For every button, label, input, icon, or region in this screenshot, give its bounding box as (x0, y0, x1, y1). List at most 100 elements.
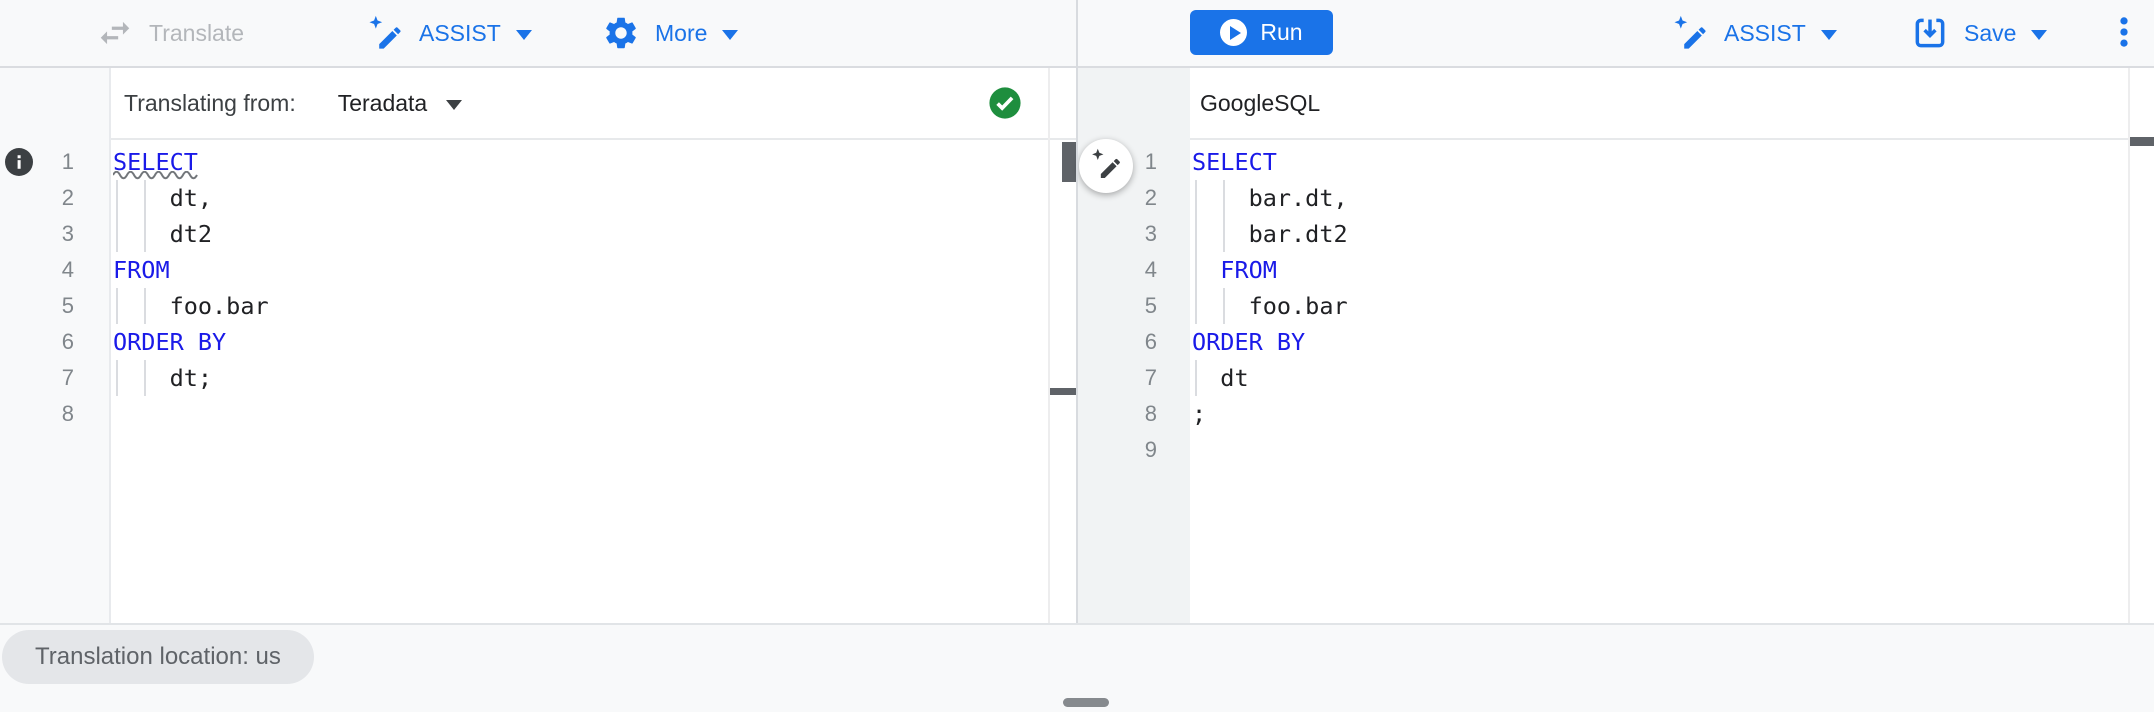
translate-button[interactable]: Translate (96, 0, 244, 66)
indent-guide-line (1195, 288, 1197, 324)
info-icon[interactable] (5, 148, 33, 176)
run-button[interactable]: Run (1190, 10, 1333, 55)
target-line-numbers: 1 2 3 4 5 6 7 8 9 (1078, 144, 1157, 468)
source-scrollbar-track (1048, 68, 1050, 623)
code-token: ORDER BY (1192, 328, 1306, 356)
line-number[interactable]: 5 (1144, 293, 1157, 318)
save-icon (1911, 14, 1949, 52)
source-vertical-scrollbar-thumb[interactable] (1062, 142, 1076, 182)
indent-guide-line (144, 180, 146, 216)
code-line[interactable]: SELECT (113, 144, 1048, 180)
kebab-icon (2105, 13, 2143, 56)
code-token: foo.bar (1192, 292, 1348, 320)
indent-guide-line (1195, 180, 1197, 216)
code-line[interactable]: dt2 (113, 216, 1048, 252)
save-menu-label: Save (1964, 19, 2017, 46)
code-line[interactable]: FROM (1192, 252, 2128, 288)
target-scrollbar-thumb[interactable] (2130, 137, 2154, 146)
code-line[interactable]: ORDER BY (1192, 324, 2128, 360)
line-number[interactable]: 1 (61, 149, 74, 174)
pen-sparkle-icon (366, 14, 404, 52)
line-number[interactable]: 7 (1144, 365, 1157, 390)
assist-menu-label: ASSIST (419, 19, 501, 46)
chevron-down-icon (515, 29, 532, 40)
line-number[interactable]: 5 (61, 293, 74, 318)
target-scrollbar-track (2128, 68, 2130, 623)
code-token: FROM (113, 256, 170, 284)
translation-success-check-icon (988, 86, 1022, 120)
assist-menu-label: ASSIST (1724, 19, 1806, 46)
target-editor-header: GoogleSQL (1190, 68, 2154, 140)
source-horizontal-scrollbar-thumb[interactable] (1050, 388, 1077, 395)
code-token: dt (1192, 364, 1249, 392)
source-editor-pane: 1 2 3 4 5 6 7 8 Translating from: Teradata SELE… (0, 68, 1077, 623)
line-number[interactable]: 1 (1144, 149, 1157, 174)
code-token: foo.bar (113, 292, 269, 320)
indent-guide-line (116, 288, 118, 324)
source-dialect-value: Teradata (337, 89, 428, 116)
line-number[interactable]: 6 (61, 329, 74, 354)
code-line[interactable] (1192, 432, 2128, 468)
code-token: dt; (113, 364, 213, 392)
code-token: dt2 (113, 220, 213, 248)
code-line[interactable]: foo.bar (113, 288, 1048, 324)
pane-divider[interactable] (1076, 0, 1078, 623)
indent-guide-line (116, 360, 118, 396)
code-line[interactable] (113, 396, 1048, 432)
bottom-status-bar: Translation location: us (0, 623, 2154, 712)
code-token: bar.dt2 (1192, 220, 1348, 248)
line-number[interactable]: 8 (1144, 401, 1157, 426)
overflow-menu-button[interactable] (2104, 14, 2144, 54)
indent-guide-line (1195, 252, 1197, 288)
chevron-down-icon (1820, 29, 1837, 40)
line-number[interactable]: 8 (61, 401, 74, 426)
source-dialect-dropdown[interactable]: Teradata (338, 90, 463, 117)
assist-menu-left[interactable]: ASSIST (366, 0, 532, 66)
assist-wand-button[interactable] (1079, 139, 1133, 193)
save-menu[interactable]: Save (1911, 0, 2048, 66)
code-line[interactable]: dt; (113, 360, 1048, 396)
chevron-down-icon (446, 99, 463, 110)
translation-location-text: Translation location: us (35, 643, 281, 670)
source-line-numbers: 1 2 3 4 5 6 7 8 (0, 144, 74, 432)
indent-guide-line (1195, 216, 1197, 252)
translating-from-label: Translating from: (124, 89, 296, 116)
more-menu[interactable]: More (602, 0, 739, 66)
code-line[interactable]: dt (1192, 360, 2128, 396)
code-line[interactable]: bar.dt2 (1192, 216, 2128, 252)
code-line[interactable]: bar.dt, (1192, 180, 2128, 216)
run-button-label: Run (1260, 19, 1303, 45)
line-number[interactable]: 7 (61, 365, 74, 390)
code-token: bar.dt, (1192, 184, 1348, 212)
code-token: ORDER BY (113, 328, 227, 356)
line-number[interactable]: 4 (1144, 257, 1157, 282)
indent-guide-line (116, 180, 118, 216)
lint-squiggle-underline (113, 171, 198, 180)
code-line[interactable]: foo.bar (1192, 288, 2128, 324)
panel-resize-handle[interactable] (1063, 698, 1109, 707)
line-number[interactable]: 9 (1144, 437, 1157, 462)
line-number[interactable]: 3 (61, 221, 74, 246)
code-line[interactable]: dt, (113, 180, 1048, 216)
indent-guide-line (1223, 288, 1225, 324)
code-line[interactable]: ORDER BY (113, 324, 1048, 360)
line-number[interactable]: 4 (61, 257, 74, 282)
line-number[interactable]: 2 (1144, 185, 1157, 210)
line-number[interactable]: 2 (61, 185, 74, 210)
indent-guide-line (1195, 360, 1197, 396)
code-token: FROM (1220, 256, 1277, 284)
line-number[interactable]: 3 (1144, 221, 1157, 246)
code-line[interactable]: FROM (113, 252, 1048, 288)
chevron-down-icon (2031, 29, 2048, 40)
assist-menu-right[interactable]: ASSIST (1671, 0, 1837, 66)
gear-icon (602, 14, 640, 52)
target-editor-pane: 1 2 3 4 5 6 7 8 9 GoogleSQL SELECT bar.dt, bar.d… (1078, 68, 2154, 623)
code-line[interactable]: ; (1192, 396, 2128, 432)
translation-location-chip: Translation location: us (2, 630, 314, 684)
indent-guide-line (144, 288, 146, 324)
code-line[interactable]: SELECT (1192, 144, 2128, 180)
line-number[interactable]: 6 (1144, 329, 1157, 354)
